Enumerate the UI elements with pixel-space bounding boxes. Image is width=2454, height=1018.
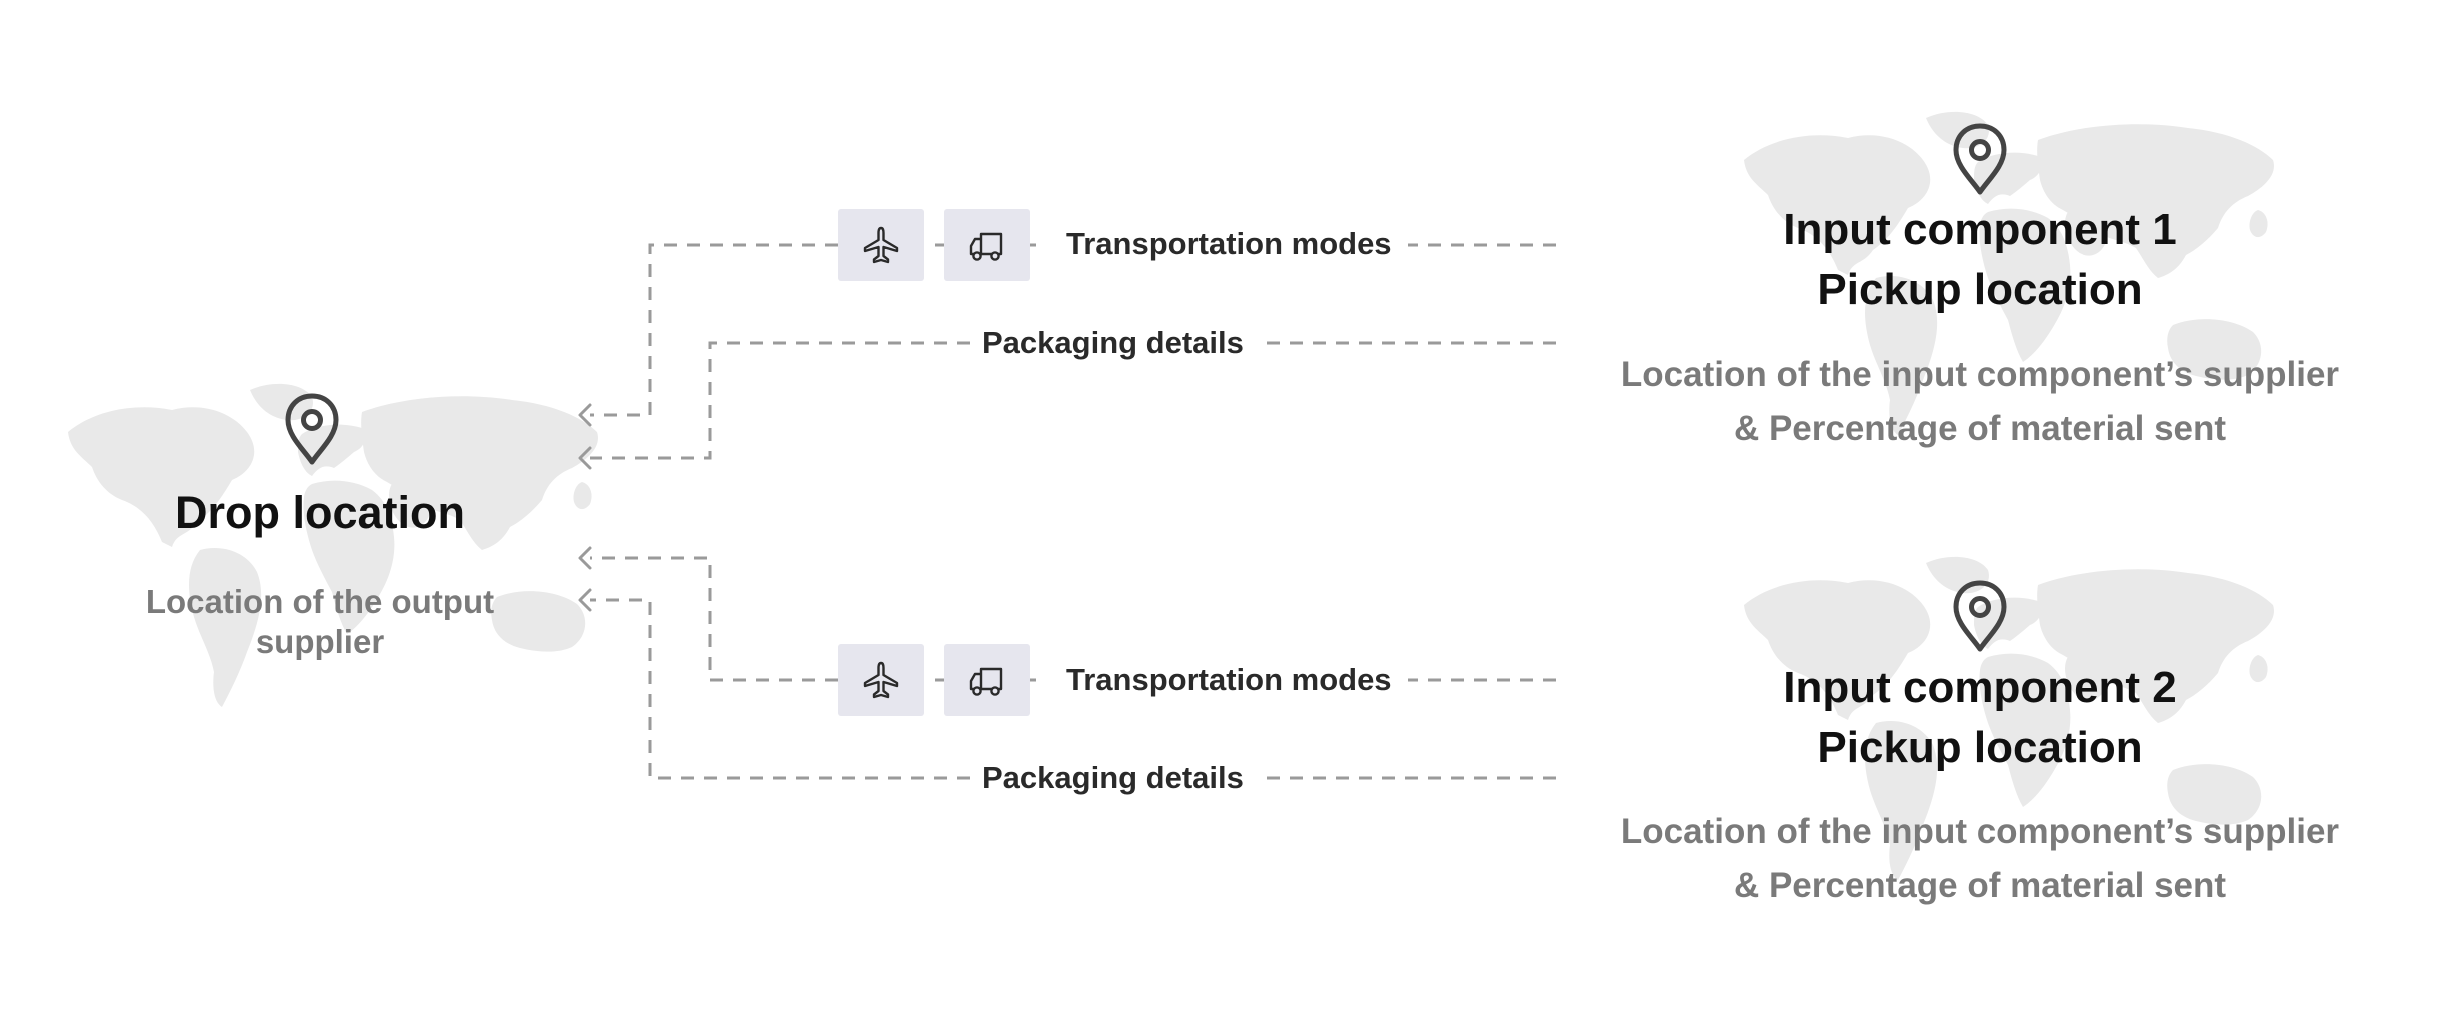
air-transport-mode-2[interactable] <box>838 644 924 716</box>
road-transport-mode-2[interactable] <box>944 644 1030 716</box>
packaging-details-label-1: Packaging details <box>982 325 1244 360</box>
input-2-description-line2: & Percentage of material sent <box>1733 866 2227 905</box>
connector-input1-packaging-to-drop <box>590 341 970 460</box>
drop-location-subtitle-line1: Location of the output <box>145 583 495 620</box>
airplane-icon <box>863 661 899 699</box>
input-1-title-line1: Input component 1 <box>1783 205 2177 254</box>
packaging-details-label-2: Packaging details <box>982 760 1244 795</box>
arrow-head-icon <box>578 588 592 612</box>
input-2-title-line2: Pickup location <box>1817 723 2143 772</box>
arrow-head-icon <box>578 546 592 570</box>
road-transport-mode-1[interactable] <box>944 209 1030 281</box>
connector-input2-transport-to-drop <box>590 556 838 682</box>
input-1-description-line2: & Percentage of material sent <box>1733 409 2227 448</box>
air-transport-mode-1[interactable] <box>838 209 924 281</box>
truck-icon <box>969 232 1003 261</box>
input-2-description-line1: Location of the input component’s suppli… <box>1620 812 2340 851</box>
connector-input1-transport-to-drop <box>590 243 838 417</box>
transport-modes-label-1: Transportation modes <box>1066 226 1392 261</box>
drop-location-subtitle-line2: supplier <box>255 623 385 660</box>
input-2-title-line1: Input component 2 <box>1783 663 2177 712</box>
arrow-head-icon <box>578 446 592 470</box>
arrow-head-icon <box>578 403 592 427</box>
input-1-title-line2: Pickup location <box>1817 265 2143 314</box>
truck-icon <box>969 667 1003 696</box>
transport-modes-label-2: Transportation modes <box>1066 662 1392 697</box>
airplane-icon <box>863 226 899 264</box>
drop-location-title: Drop location <box>175 487 465 538</box>
connectors <box>590 243 1556 780</box>
input-1-description-line1: Location of the input component’s suppli… <box>1620 355 2340 394</box>
